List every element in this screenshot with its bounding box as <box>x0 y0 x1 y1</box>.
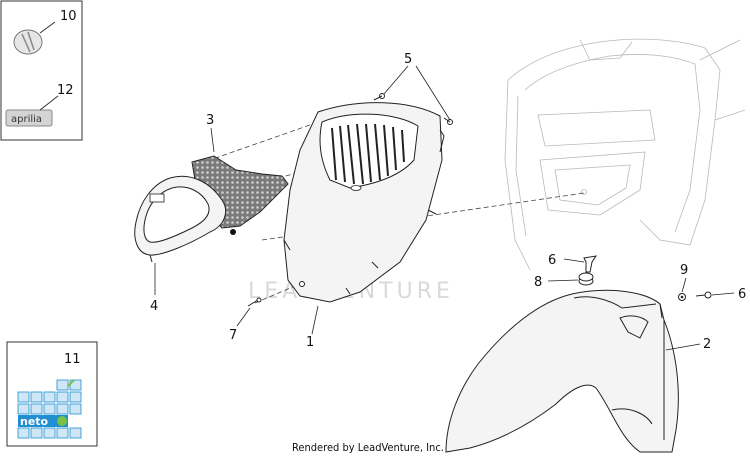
callout-6-right: 6 <box>738 287 746 302</box>
fasteners <box>247 93 712 307</box>
screw-5a-icon <box>373 93 385 101</box>
callout-2: 2 <box>703 337 711 352</box>
grille-slots <box>331 123 405 185</box>
part-1-front-shield <box>283 102 445 303</box>
neto-kit-icon <box>17 379 82 439</box>
callout-12: 12 <box>57 83 74 98</box>
part-4-bezel <box>134 175 226 263</box>
callout-8: 8 <box>534 275 542 290</box>
render-credit: Rendered by LeadVenture, Inc. <box>292 441 444 454</box>
aprilia-badge: aprilia <box>5 109 53 127</box>
screw-6b-icon <box>695 291 712 299</box>
inset-box-neto-kit: neto <box>6 341 98 447</box>
neto-label-bar <box>18 415 68 427</box>
callout-11: 11 <box>64 352 81 367</box>
callout-5: 5 <box>404 52 412 67</box>
inset-box-accessories: aprilia <box>0 0 83 141</box>
nut-8-icon <box>578 272 594 286</box>
leader-lines <box>39 21 735 351</box>
screw-7-icon <box>247 297 262 307</box>
aprilia-badge-text: aprilia <box>11 114 42 125</box>
cap-10-icon <box>13 29 43 55</box>
neto-leaf-icon <box>57 416 67 426</box>
callout-10: 10 <box>60 9 77 24</box>
washer-9-icon <box>678 293 686 301</box>
callouts: 10 12 3 4 5 6 8 9 6 7 1 2 11 <box>57 9 746 367</box>
part-2-front-fender <box>445 289 679 453</box>
callout-6-top: 6 <box>548 253 556 268</box>
neto-label: neto <box>20 415 49 428</box>
callout-9: 9 <box>680 263 688 278</box>
screw-5b-icon <box>443 117 453 125</box>
callout-1: 1 <box>306 335 314 350</box>
callout-4: 4 <box>150 299 158 314</box>
frame-background <box>504 38 746 271</box>
callout-3: 3 <box>206 113 214 128</box>
clip-6a-icon <box>583 255 598 273</box>
callout-7: 7 <box>229 328 237 343</box>
